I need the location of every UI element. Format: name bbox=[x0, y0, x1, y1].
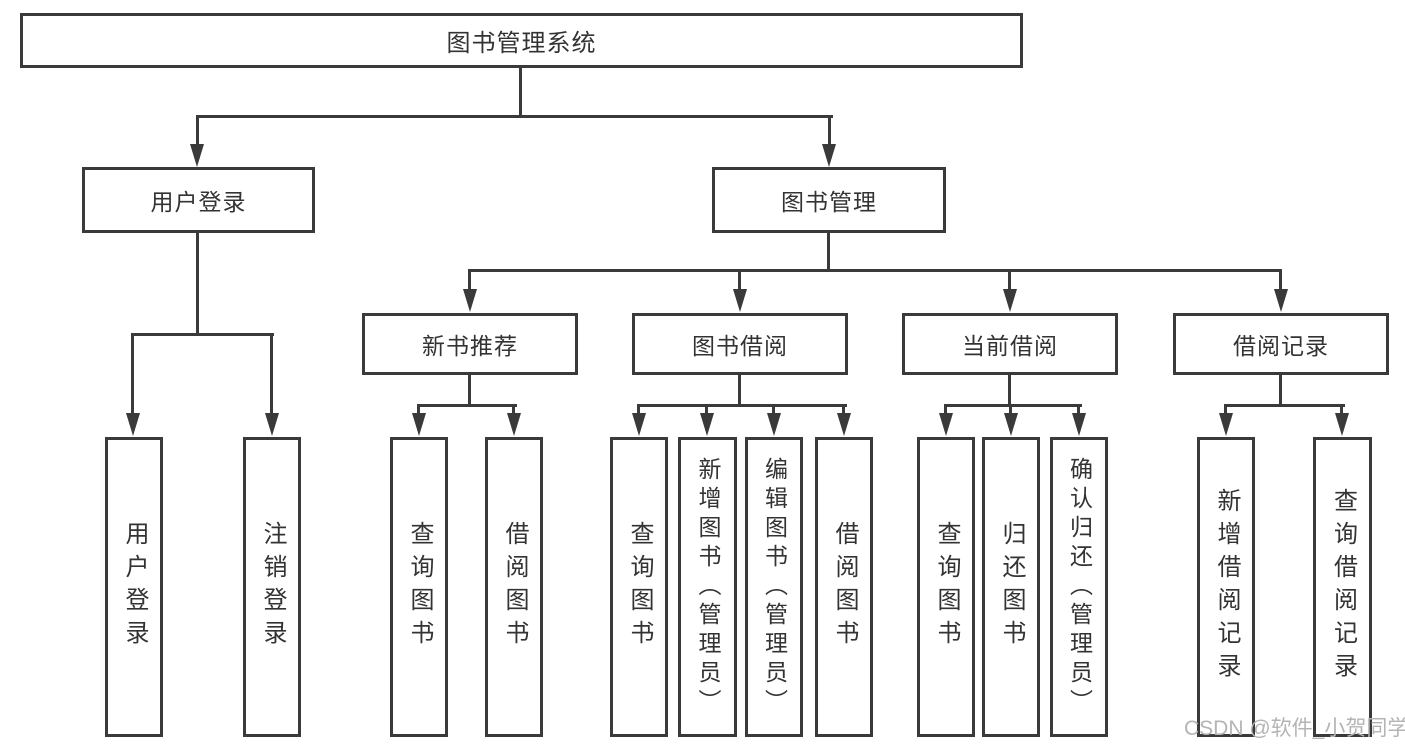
arrowhead-icon bbox=[837, 413, 851, 436]
leaf-add-book-admin: 新增图书（管理员） bbox=[678, 437, 737, 737]
leaf-confirm-return-admin: 确认归还（管理员） bbox=[1050, 437, 1108, 737]
leaf-user-login-label: 用户登录 bbox=[121, 521, 148, 653]
arrowhead-icon bbox=[700, 413, 714, 436]
edge-login-stem bbox=[196, 233, 199, 335]
edge-drop-leaf bbox=[1009, 404, 1012, 416]
leaf-edit-book-admin: 编辑图书（管理员） bbox=[745, 437, 803, 737]
edge-drop-leaf bbox=[131, 333, 134, 415]
arrowhead-icon bbox=[126, 413, 140, 436]
node-new-book-recommend-label: 新书推荐 bbox=[422, 333, 518, 359]
leaf-add-borrow-record-label: 新增借阅记录 bbox=[1213, 488, 1240, 686]
edge-root-stem bbox=[519, 68, 522, 117]
node-current-borrowing: 当前借阅 bbox=[902, 313, 1118, 375]
edge-login-connector bbox=[131, 333, 274, 336]
edge-drop-leaf bbox=[417, 404, 420, 416]
edge-group-connector bbox=[1224, 404, 1345, 407]
edge-level2-connector bbox=[196, 115, 833, 118]
node-book-borrowing: 图书借阅 bbox=[632, 313, 848, 375]
edge-drop-leaf bbox=[1077, 404, 1080, 416]
edge-drop-leaf bbox=[1224, 404, 1227, 416]
edge-drop-login bbox=[196, 115, 199, 147]
leaf-query-books-1-label: 查询图书 bbox=[406, 521, 433, 653]
node-user-login-label: 用户登录 bbox=[150, 189, 247, 215]
edge-drop-leaf bbox=[512, 404, 515, 416]
leaf-borrow-books-1: 借阅图书 bbox=[485, 437, 543, 737]
arrowhead-icon bbox=[632, 413, 646, 436]
edge-bookmgmt-stem bbox=[827, 233, 830, 271]
arrowhead-icon bbox=[1274, 289, 1288, 312]
leaf-logout-label: 注销登录 bbox=[259, 521, 286, 653]
arrowhead-icon bbox=[507, 413, 521, 436]
leaf-confirm-return-admin-label: 确认归还（管理员） bbox=[1066, 456, 1093, 718]
leaf-add-book-admin-label: 新增图书（管理员） bbox=[695, 456, 721, 718]
node-borrow-records-label: 借阅记录 bbox=[1233, 333, 1329, 359]
leaf-add-borrow-record: 新增借阅记录 bbox=[1197, 437, 1255, 737]
arrowhead-icon bbox=[463, 289, 477, 312]
arrowhead-icon bbox=[822, 144, 836, 167]
node-user-login: 用户登录 bbox=[82, 167, 315, 233]
node-book-management-label: 图书管理 bbox=[781, 189, 877, 215]
edge-level3-connector bbox=[468, 269, 1282, 272]
edge-drop-records bbox=[1279, 269, 1282, 292]
leaf-query-books-2-label: 查询图书 bbox=[626, 521, 653, 653]
arrowhead-icon bbox=[1072, 413, 1086, 436]
leaf-query-books-3-label: 查询图书 bbox=[933, 521, 960, 653]
arrowhead-icon bbox=[265, 413, 279, 436]
leaf-borrow-books-2-label: 借阅图书 bbox=[831, 521, 858, 653]
arrowhead-icon bbox=[767, 413, 781, 436]
edge-drop-leaf bbox=[705, 404, 708, 416]
node-root-label: 图书管理系统 bbox=[446, 30, 597, 57]
edge-drop-bookmgmt bbox=[828, 115, 831, 147]
edge-drop-leaf bbox=[772, 404, 775, 416]
arrowhead-icon bbox=[190, 144, 204, 167]
edge-drop-leaf bbox=[270, 333, 273, 415]
edge-group-connector bbox=[417, 404, 517, 407]
edge-group-stem bbox=[468, 375, 471, 406]
arrowhead-icon bbox=[412, 413, 426, 436]
arrowhead-icon bbox=[939, 413, 953, 436]
edge-drop-newbook bbox=[468, 269, 471, 292]
node-new-book-recommend: 新书推荐 bbox=[362, 313, 578, 375]
edge-group-connector bbox=[944, 404, 1082, 407]
edge-drop-leaf bbox=[1340, 404, 1343, 416]
arrowhead-icon bbox=[1335, 413, 1349, 436]
leaf-return-books-label: 归还图书 bbox=[998, 521, 1025, 653]
edge-group-stem bbox=[738, 375, 741, 406]
leaf-borrow-books-1-label: 借阅图书 bbox=[501, 521, 528, 653]
edge-drop-leaf bbox=[637, 404, 640, 416]
leaf-query-books-3: 查询图书 bbox=[917, 437, 975, 737]
arrowhead-icon bbox=[1003, 289, 1017, 312]
leaf-query-books-2: 查询图书 bbox=[610, 437, 668, 737]
leaf-query-books-1: 查询图书 bbox=[390, 437, 448, 737]
leaf-edit-book-admin-label: 编辑图书（管理员） bbox=[761, 456, 788, 718]
arrowhead-icon bbox=[1004, 413, 1018, 436]
node-borrow-records: 借阅记录 bbox=[1173, 313, 1389, 375]
edge-drop-leaf bbox=[944, 404, 947, 416]
leaf-query-borrow-record: 查询借阅记录 bbox=[1313, 437, 1372, 737]
node-current-borrowing-label: 当前借阅 bbox=[962, 333, 1058, 359]
leaf-borrow-books-2: 借阅图书 bbox=[815, 437, 873, 737]
edge-drop-leaf bbox=[842, 404, 845, 416]
csdn-watermark: CSDN @软件_小贺同学 bbox=[1184, 717, 1405, 740]
edge-group-stem bbox=[1008, 375, 1011, 406]
node-book-borrowing-label: 图书借阅 bbox=[692, 333, 788, 359]
edge-drop-borrow bbox=[738, 269, 741, 292]
arrowhead-icon bbox=[733, 289, 747, 312]
node-book-management: 图书管理 bbox=[712, 167, 946, 233]
leaf-query-borrow-record-label: 查询借阅记录 bbox=[1329, 488, 1357, 686]
leaf-user-login: 用户登录 bbox=[105, 437, 163, 737]
edge-drop-current bbox=[1008, 269, 1011, 292]
leaf-return-books: 归还图书 bbox=[982, 437, 1040, 737]
leaf-logout: 注销登录 bbox=[243, 437, 301, 737]
arrowhead-icon bbox=[1219, 413, 1233, 436]
edge-group-connector bbox=[637, 404, 847, 407]
node-root: 图书管理系统 bbox=[20, 13, 1023, 68]
edge-group-stem bbox=[1279, 375, 1282, 406]
